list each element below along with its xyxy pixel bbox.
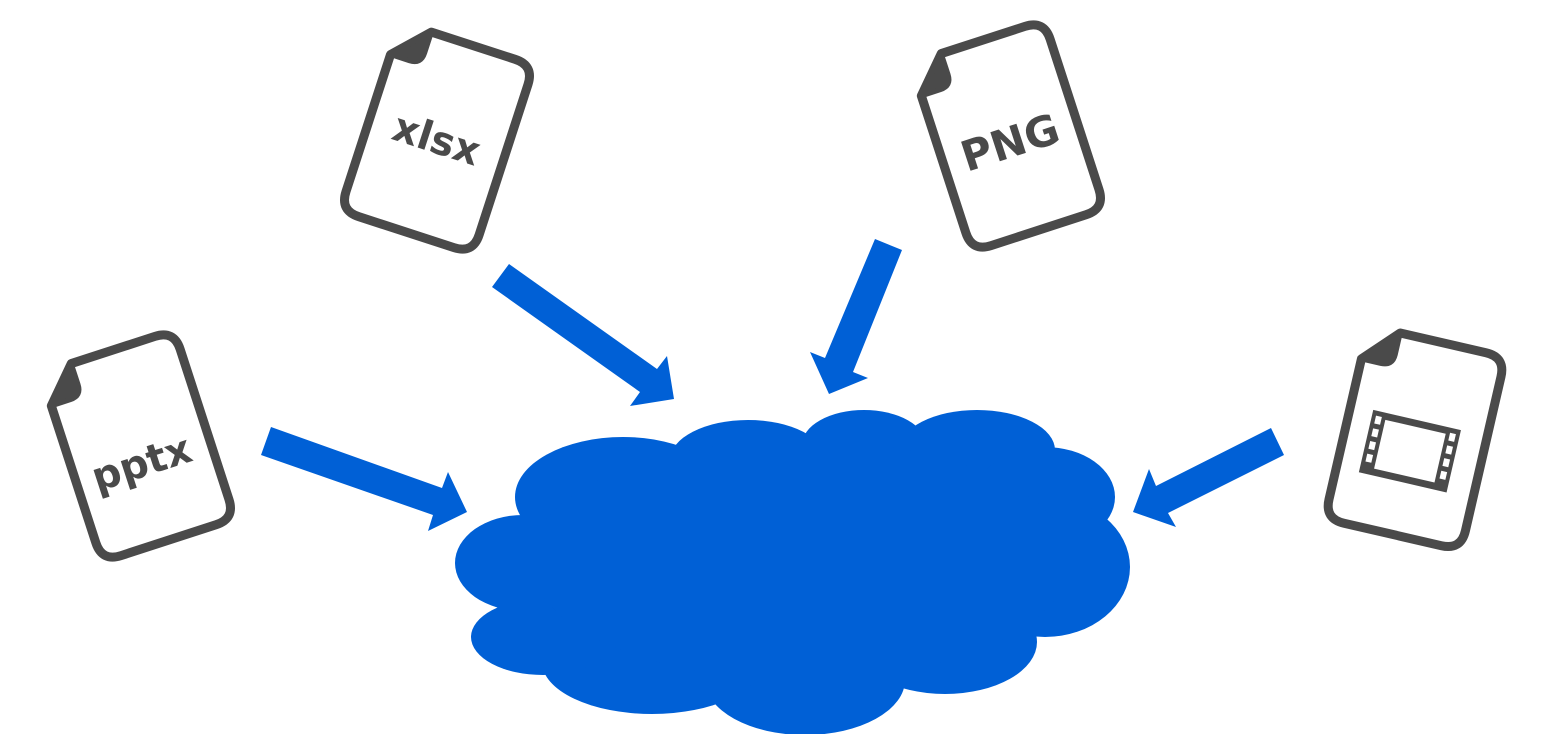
arrow-video-to-cloud	[1133, 428, 1284, 527]
presentation-file-icon: pptx	[46, 330, 235, 562]
video-file	[1323, 328, 1507, 551]
video-film-file-icon	[1323, 328, 1507, 551]
arrow-xlsx-to-cloud	[492, 264, 674, 406]
image-file-icon: PNG	[916, 20, 1105, 252]
film-strip-icon	[1358, 409, 1461, 493]
cloud-icon	[455, 410, 1130, 734]
xlsx-file: xlsx	[340, 27, 534, 254]
pptx-file: pptx	[46, 330, 235, 562]
spreadsheet-file-icon: xlsx	[340, 27, 534, 254]
png-file: PNG	[916, 20, 1105, 252]
arrow-png-to-cloud	[810, 239, 902, 394]
arrow-pptx-to-cloud	[261, 427, 467, 531]
arrows	[261, 239, 1284, 531]
